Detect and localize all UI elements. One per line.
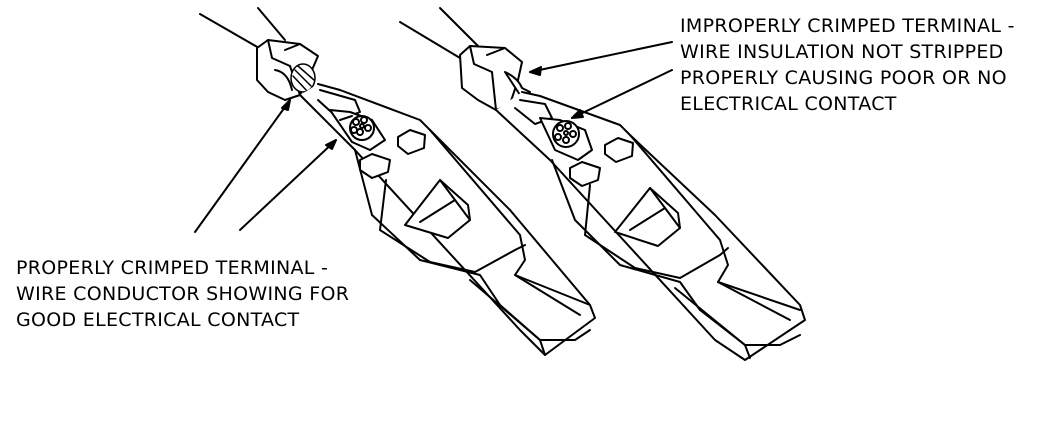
properly-crimped-terminal	[194, 7, 596, 356]
caption-line: GOOD ELECTRICAL CONTACT	[16, 309, 300, 331]
improperly-crimped-caption: IMPROPERLY CRIMPED TERMINAL - WIRE INSUL…	[680, 13, 1015, 117]
wire-left	[199, 7, 286, 53]
terminal-body-right	[495, 91, 806, 361]
wire-right	[399, 7, 479, 59]
caption-line: PROPERLY CRIMPED TERMINAL -	[16, 257, 329, 279]
leader-lines-left	[194, 99, 337, 233]
caption-line: ELECTRICAL CONTACT	[680, 93, 897, 115]
properly-crimped-caption: PROPERLY CRIMPED TERMINAL - WIRE CONDUCT…	[16, 255, 349, 333]
exposed-conductor-left	[290, 63, 316, 93]
caption-line: WIRE CONDUCTOR SHOWING FOR	[16, 283, 350, 305]
caption-line: IMPROPERLY CRIMPED TERMINAL -	[680, 15, 1015, 37]
caption-line: WIRE INSULATION NOT STRIPPED	[680, 41, 1004, 63]
terminal-body-left	[299, 83, 596, 356]
caption-line: PROPERLY CAUSING POOR OR NO	[680, 67, 1007, 89]
improperly-crimped-terminal	[399, 7, 806, 361]
leader-lines-right	[529, 41, 673, 119]
